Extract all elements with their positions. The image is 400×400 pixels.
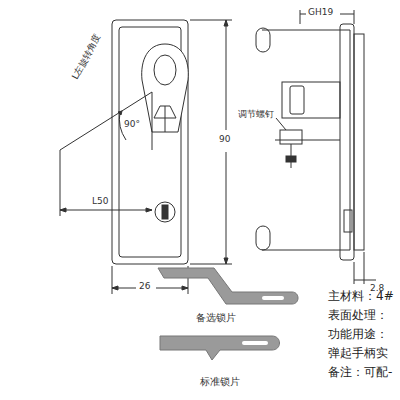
part-label: 调节螺钉: [238, 110, 274, 120]
dimension-label: L50: [92, 197, 108, 207]
spec-note: 弹起手柄实: [328, 347, 388, 360]
dimension-label: 90: [219, 135, 230, 145]
spec-note: 功能用途：: [328, 328, 388, 341]
dimension-label: GH19: [308, 8, 333, 18]
handle: [142, 44, 189, 132]
spec-note: 备注：可配-: [328, 366, 392, 379]
key-cylinder: [155, 202, 175, 222]
alternate-lock-plate: [158, 268, 298, 304]
side-view: [262, 30, 350, 250]
rotation-angle-label: L左旋转角度: [71, 33, 103, 82]
part-label: 备选锁片: [196, 312, 236, 323]
part-label: 标准锁片: [200, 376, 240, 387]
front-plate: [112, 20, 188, 264]
standard-lock-plate: [160, 336, 280, 360]
spec-note: 主材料：4#: [328, 290, 394, 303]
spec-note: 表面处理：: [328, 309, 388, 322]
angle-value: 90°: [124, 120, 140, 130]
dimension-label: 26: [139, 282, 150, 292]
